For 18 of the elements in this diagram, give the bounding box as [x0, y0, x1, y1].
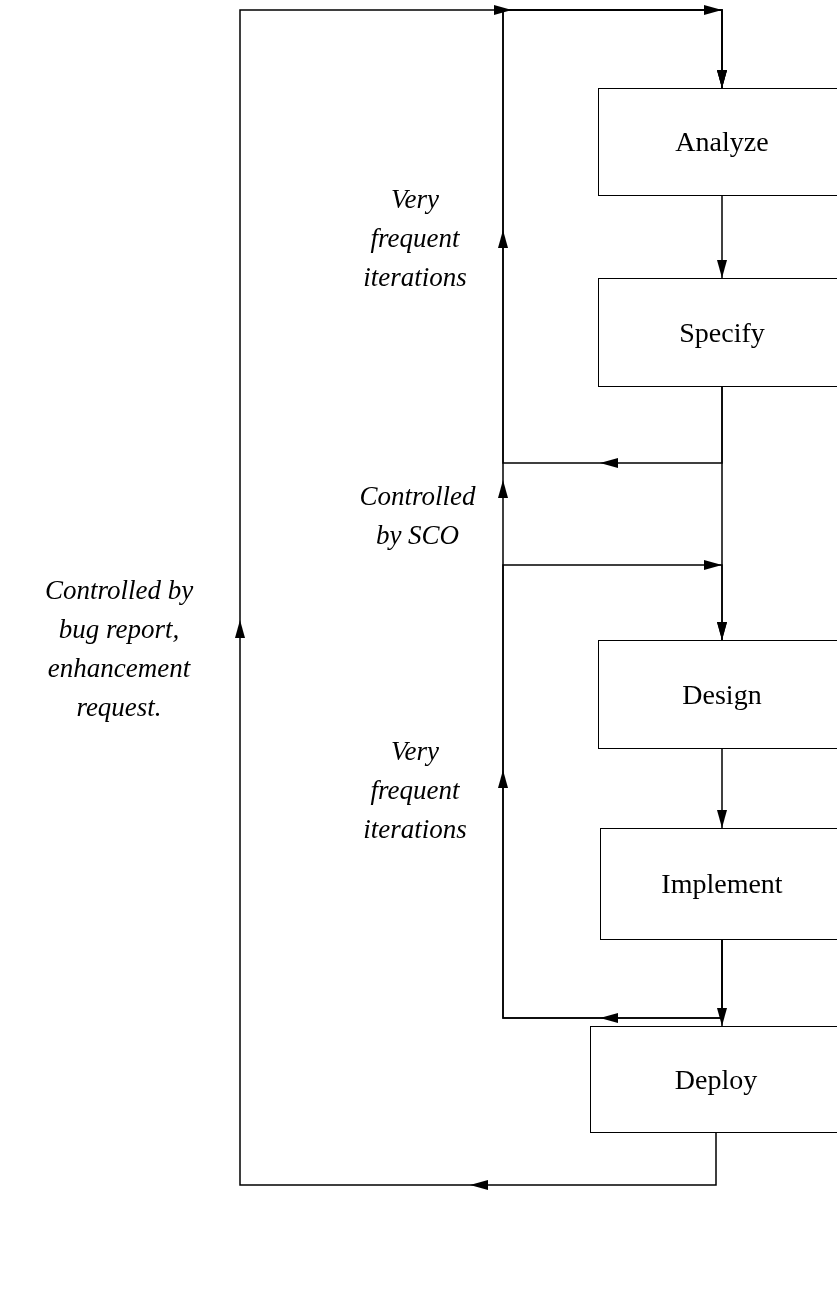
box-label: Deploy [674, 1063, 758, 1096]
process-box [590, 1026, 837, 1133]
annotation-text: Very frequent iterations [362, 735, 468, 846]
arrow [235, 5, 727, 1190]
process-box [598, 88, 837, 196]
process-box [600, 828, 837, 940]
box-label: Specify [679, 316, 765, 349]
annotation-text: Controlled by bug report, enhancement request. [43, 574, 195, 724]
box-label: Implement [661, 868, 783, 900]
arrow [717, 195, 727, 279]
process-box [598, 640, 837, 749]
arrow [717, 748, 727, 829]
box-label: Design [682, 678, 762, 711]
annotation-text: Controlled by SCO [358, 480, 477, 552]
box-label: Analyze [675, 126, 769, 158]
arrow [498, 560, 727, 1023]
process-box [598, 278, 837, 387]
annotation-text: Very frequent iterations [362, 183, 468, 294]
